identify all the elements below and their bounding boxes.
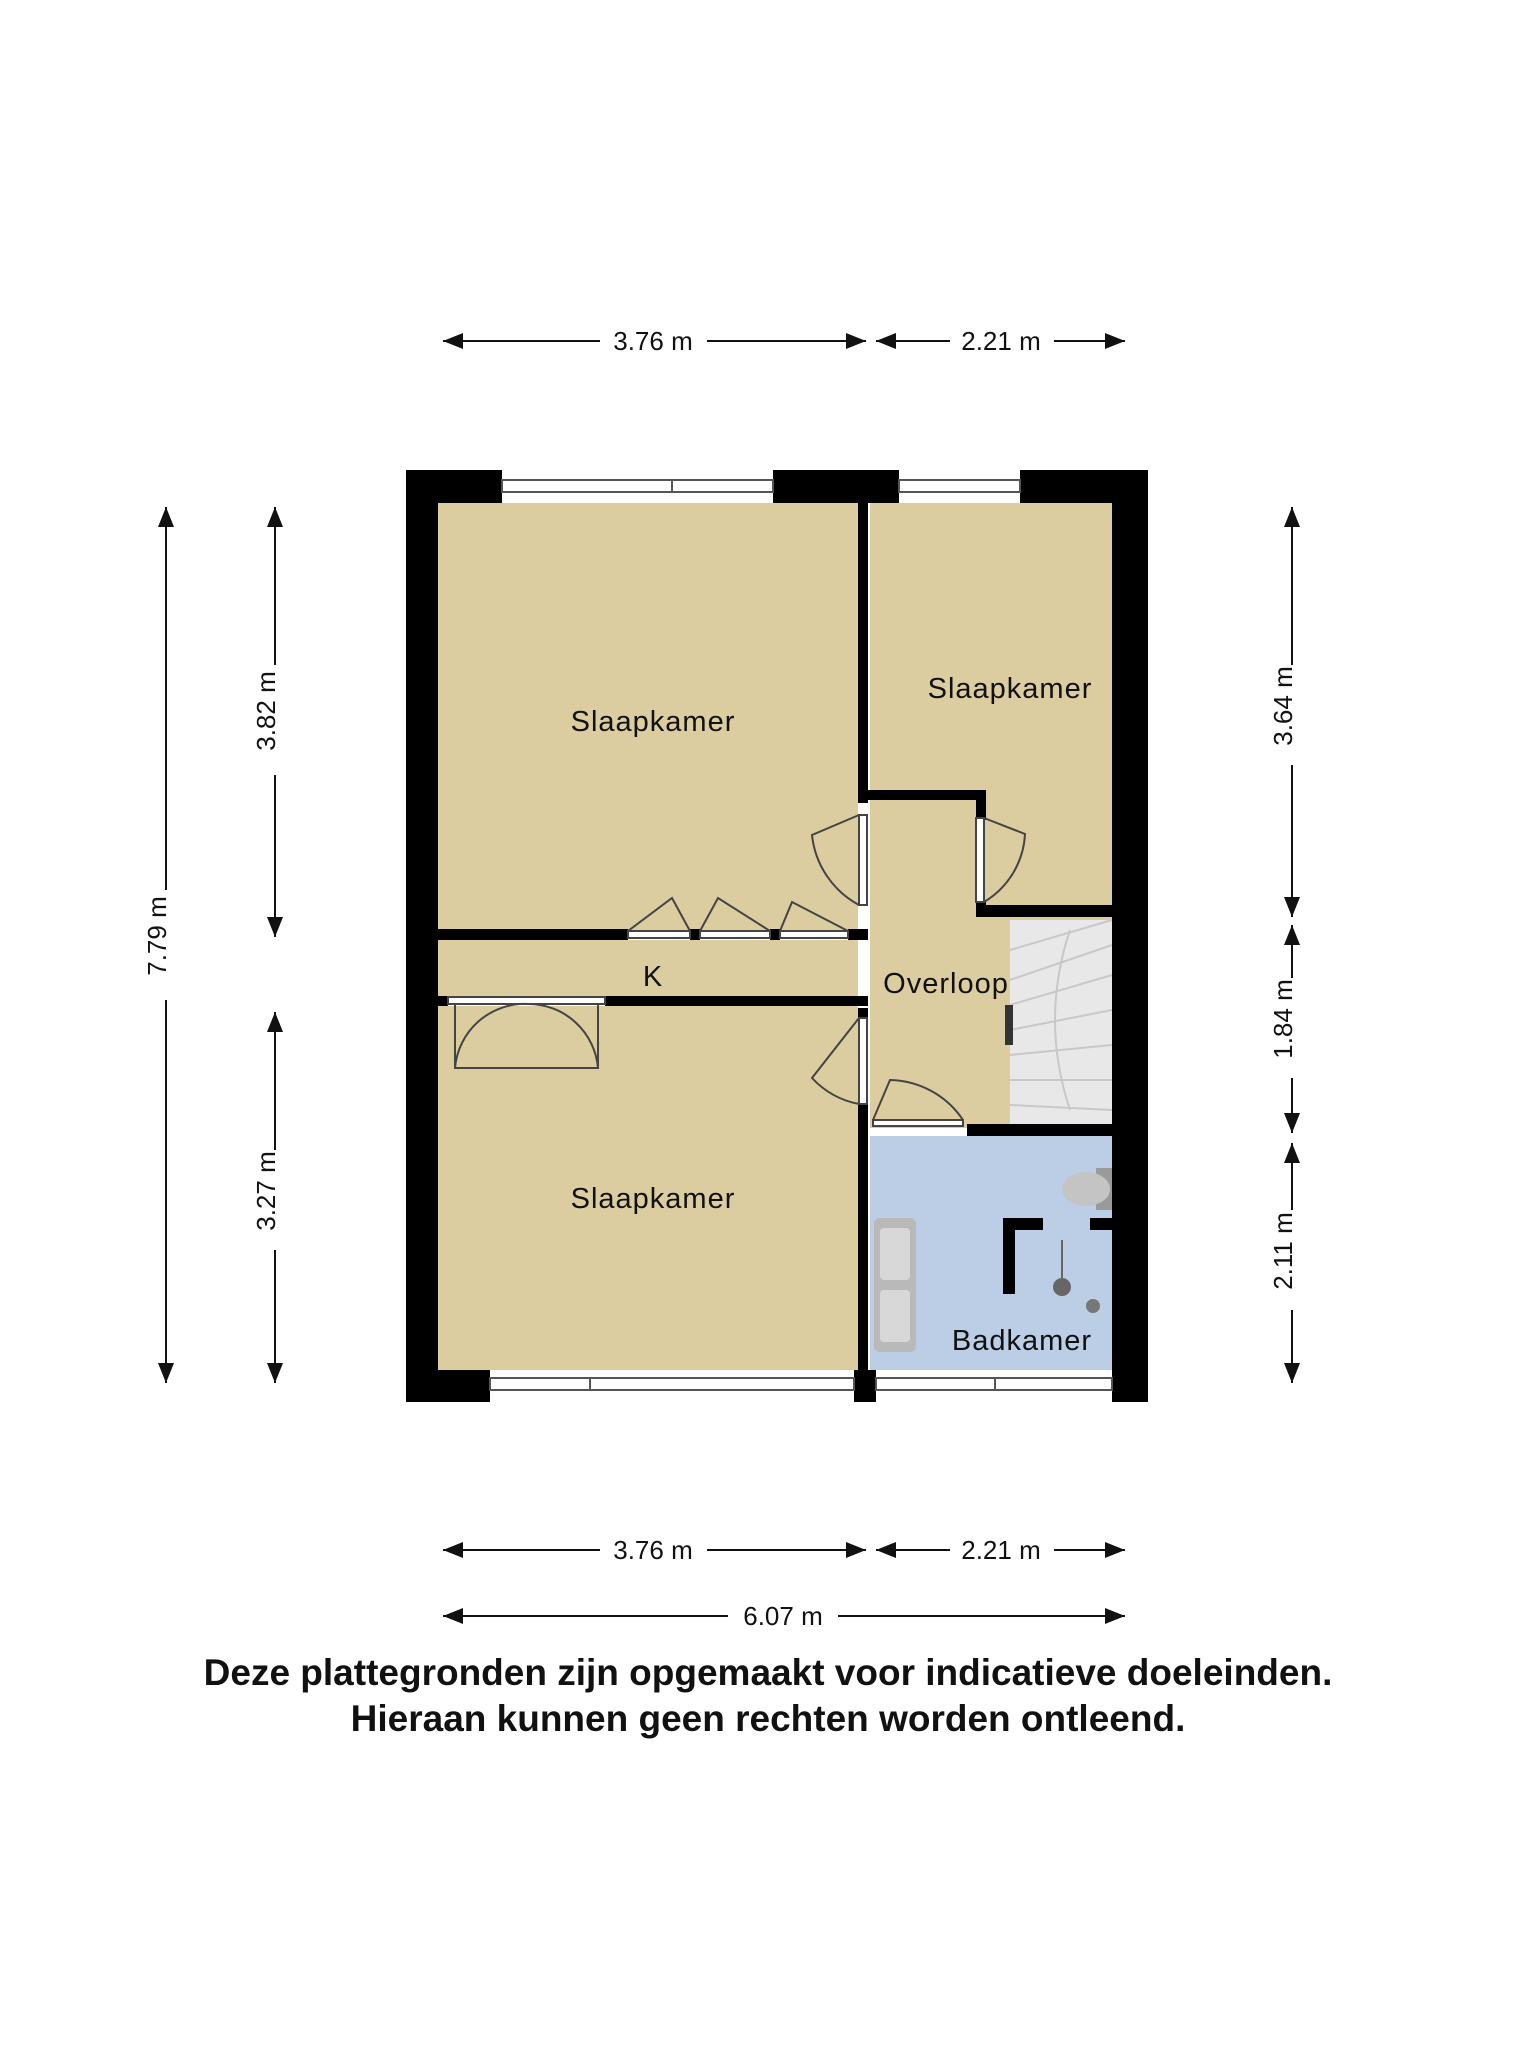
staircase	[1005, 919, 1113, 1126]
dim-left-total-label: 7.79 m	[142, 896, 172, 976]
doors	[447, 814, 1027, 1127]
disclaimer-line-1: Deze plattegronden zijn opgemaakt voor i…	[203, 1652, 1333, 1693]
dim-right-middle-label: 1.84 m	[1268, 979, 1298, 1059]
bathroom-label: Badkamer	[952, 1325, 1092, 1357]
dim-top-left-label: 3.76 m	[613, 326, 693, 356]
dim-bottom-right-label: 2.21 m	[961, 1535, 1041, 1565]
dim-left-lower-label: 3.27 m	[251, 1151, 281, 1231]
closet-label: K	[643, 961, 663, 993]
landing-label: Overloop	[883, 968, 1009, 1000]
closet-floor	[438, 940, 858, 996]
dim-bottom-left-label: 3.76 m	[613, 1535, 693, 1565]
windows	[489, 479, 1113, 1391]
bedroom-bottom-floor	[438, 1006, 858, 1370]
dim-bottom-total-label: 6.07 m	[743, 1601, 823, 1631]
dim-left-upper-label: 3.82 m	[251, 671, 281, 751]
disclaimer-line-2: Hieraan kunnen geen rechten worden ontle…	[350, 1698, 1186, 1739]
disclaimer: Deze plattegronden zijn opgemaakt voor i…	[0, 1650, 1536, 1742]
bedroom-top-right-label: Slaapkamer	[928, 673, 1093, 705]
bedroom-top-left-floor	[438, 503, 858, 930]
bathroom-fixtures	[874, 1168, 1112, 1352]
walls	[406, 470, 1148, 1402]
dim-right-upper-label: 3.64 m	[1268, 666, 1298, 746]
bedroom-top-left-label: Slaapkamer	[571, 706, 736, 738]
dim-top-right-label: 2.21 m	[961, 326, 1041, 356]
dim-right-lower-label: 2.11 m	[1268, 1212, 1298, 1290]
bedroom-bottom-label: Slaapkamer	[571, 1183, 736, 1215]
